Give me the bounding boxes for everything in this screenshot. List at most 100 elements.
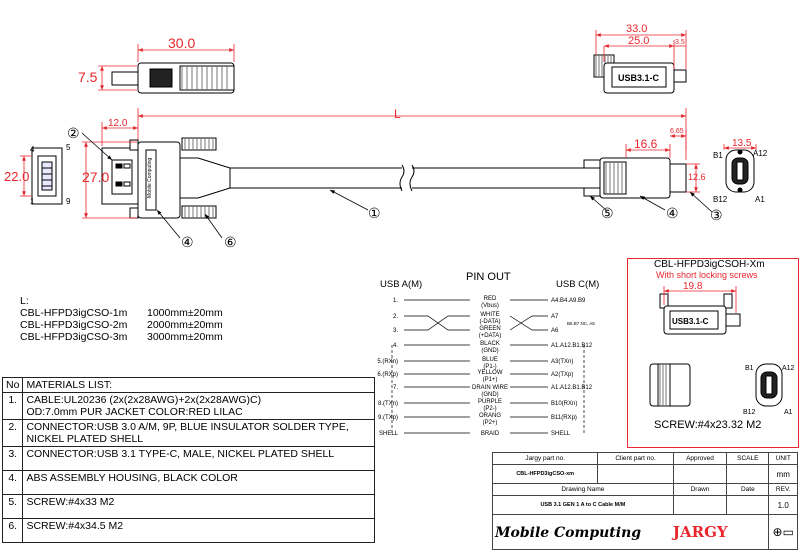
material-text2: OD:7.0mm PUR JACKET COLOR:RED LILAC bbox=[26, 406, 243, 418]
short-screw-front-view bbox=[649, 363, 783, 407]
pin-a-8: 8.(TXn) bbox=[378, 401, 398, 407]
projection-symbol-icon: ⊕▭ bbox=[768, 514, 798, 550]
pin-a12: A12 bbox=[753, 149, 768, 158]
tb-rev: 1.0 bbox=[768, 495, 798, 515]
material-row: 1. CABLE:UL20236 (2x(2x28AWG)+2x(2x28AWG… bbox=[1, 392, 375, 420]
material-row: 2. CONNECTOR:USB 3.0 A/M, 9P, BLUE INSUL… bbox=[1, 419, 375, 447]
pinout-wires bbox=[391, 299, 585, 434]
dim-L-label: L bbox=[394, 107, 401, 121]
pin-a-9: 9.(TXp) bbox=[378, 415, 398, 421]
dim-25-label: 25.0 bbox=[628, 35, 649, 47]
dim-30-label: 30.0 bbox=[168, 35, 195, 51]
pin-a-6: 6.(RXp) bbox=[377, 372, 398, 378]
pin-sub-2: (-DATA) bbox=[479, 319, 500, 325]
pin-sub-5: (P1-) bbox=[483, 364, 496, 370]
dim-33-label: 33.0 bbox=[626, 23, 647, 35]
pin-b12-short: B12 bbox=[743, 409, 756, 416]
pin-sub-6: (P1+) bbox=[483, 377, 498, 383]
materials-header: MATERIALS LIST: bbox=[22, 377, 375, 393]
tb-scale-label: SCALE bbox=[726, 452, 770, 465]
usb-c-end-view bbox=[725, 149, 755, 193]
dimension-19-8 bbox=[663, 286, 737, 313]
tb-unit: mm bbox=[768, 464, 798, 484]
length-value: 1000mm±20mm bbox=[147, 307, 223, 319]
pin-sig-7: DRAIN WIRE bbox=[472, 385, 508, 391]
dimension-13-5 bbox=[723, 144, 757, 150]
pin-b1-short: B1 bbox=[745, 365, 754, 372]
material-no: 6. bbox=[1, 518, 24, 543]
pinout-title: PIN OUT bbox=[466, 271, 511, 283]
pin-c-10: SHELL bbox=[551, 431, 571, 437]
dimension-22-27 bbox=[20, 122, 138, 219]
material-text: CONNECTOR:USB 3.0 A/M, 9P, BLUE INSULATO… bbox=[26, 421, 349, 433]
pin-sig-6: YELLOW bbox=[477, 370, 502, 376]
pin-c-2: A7 bbox=[551, 314, 559, 320]
pin-c-6: A2(TXp) bbox=[551, 372, 573, 378]
dimension-16-6 bbox=[625, 130, 700, 193]
material-text: SCREW:#4x34.5 M2 bbox=[26, 520, 124, 532]
pin-c-5: A3(TXn) bbox=[551, 359, 573, 365]
dim-13-5-label: 13.5 bbox=[732, 138, 752, 149]
pin-sig-5: BLUE bbox=[482, 357, 498, 363]
pin-c-7: A1.A12.B1.B12 bbox=[551, 385, 593, 391]
tb-drawing-name-label: Drawing Name bbox=[492, 483, 674, 496]
balloon-1: ① bbox=[368, 205, 381, 221]
pin-sub-4: (GND) bbox=[481, 348, 498, 354]
variant-part: CBL-HFPD3igCSOH-Xm bbox=[654, 259, 765, 270]
pin-sub-8: (P2-) bbox=[483, 406, 496, 412]
title-block: Jargy part no. Client part no. Approved … bbox=[491, 452, 798, 550]
usb-c-connector bbox=[583, 157, 687, 199]
brand-mobile-computing: Mobile Computing bbox=[495, 525, 642, 541]
material-text: ABS ASSEMBLY HOUSING, BLACK COLOR bbox=[26, 472, 238, 484]
usb-c-logo-short: USB3.1-C bbox=[672, 317, 709, 326]
dim-16-6-label: 16.6 bbox=[634, 137, 658, 151]
dim-27-label: 27.0 bbox=[82, 169, 109, 185]
pin-c-3: A6 bbox=[551, 328, 559, 334]
tb-client-label: Client part no. bbox=[597, 452, 674, 465]
brand-jargy: JARGY bbox=[672, 523, 728, 541]
tb-rev-label: REV. bbox=[768, 483, 798, 496]
balloon-3: ③ bbox=[710, 207, 723, 223]
material-row: 5. SCREW:#4x33 M2 bbox=[1, 494, 375, 519]
dimension-33-25 bbox=[595, 30, 687, 69]
length-value: 3000mm±20mm bbox=[147, 331, 223, 343]
pin-sub-1: (Vbus) bbox=[481, 303, 499, 309]
pin-c-9: B11(RXp) bbox=[551, 415, 577, 421]
balloon-4-left: ④ bbox=[181, 234, 194, 250]
material-no: 2. bbox=[1, 419, 24, 447]
short-screw-variant-box: CBL-HFPD3igCSOH-Xm With short locking sc… bbox=[627, 258, 799, 448]
tb-approved-label: Approved bbox=[672, 452, 728, 465]
pin-sig-1: RED bbox=[484, 296, 497, 302]
pin-a12-short: A12 bbox=[782, 365, 795, 372]
pin-a-2: 2. bbox=[393, 314, 398, 320]
tb-drawing-name: USB 3.1 GEN 1 A to C Cable M/M bbox=[492, 495, 674, 515]
usb-a-connector bbox=[101, 137, 231, 219]
pin-side-note: B6.B7 NC, A5 bbox=[567, 321, 595, 326]
balloon-5: ⑤ bbox=[601, 205, 614, 221]
dim-7-5-label: 7.5 bbox=[78, 69, 98, 85]
pin-a1-short: A1 bbox=[784, 409, 793, 416]
usb-a-end-view bbox=[31, 147, 63, 205]
dim-6-65-label: 6.65 bbox=[670, 128, 684, 135]
material-no: 3. bbox=[1, 446, 24, 471]
tb-unit-label: UNIT bbox=[768, 452, 798, 465]
balloon-4-right: ④ bbox=[666, 205, 679, 221]
tb-drawn-label: Drawn bbox=[672, 483, 728, 496]
pin-9: 9 bbox=[66, 197, 71, 206]
material-no: 5. bbox=[1, 494, 24, 519]
material-row: 3. CONNECTOR:USB 3.1 TYPE-C, MALE, NICKE… bbox=[1, 446, 375, 471]
pin-b12: B12 bbox=[713, 195, 728, 204]
variant-note: With short locking screws bbox=[656, 270, 758, 280]
pin-sub-9: (P2+) bbox=[483, 420, 498, 426]
material-no: 4. bbox=[1, 470, 24, 495]
pin-sub-7: (GND) bbox=[481, 392, 498, 398]
dim-12-label: 12.0 bbox=[108, 118, 128, 129]
tb-date-label: Date bbox=[726, 483, 770, 496]
material-text2: NICKEL PLATED SHELL bbox=[26, 433, 144, 445]
material-text: CONNECTOR:USB 3.1 TYPE-C, MALE, NICKEL P… bbox=[26, 448, 335, 460]
pin-a-1: 1. bbox=[393, 298, 398, 304]
pin-sig-4: BLACK bbox=[480, 341, 500, 347]
